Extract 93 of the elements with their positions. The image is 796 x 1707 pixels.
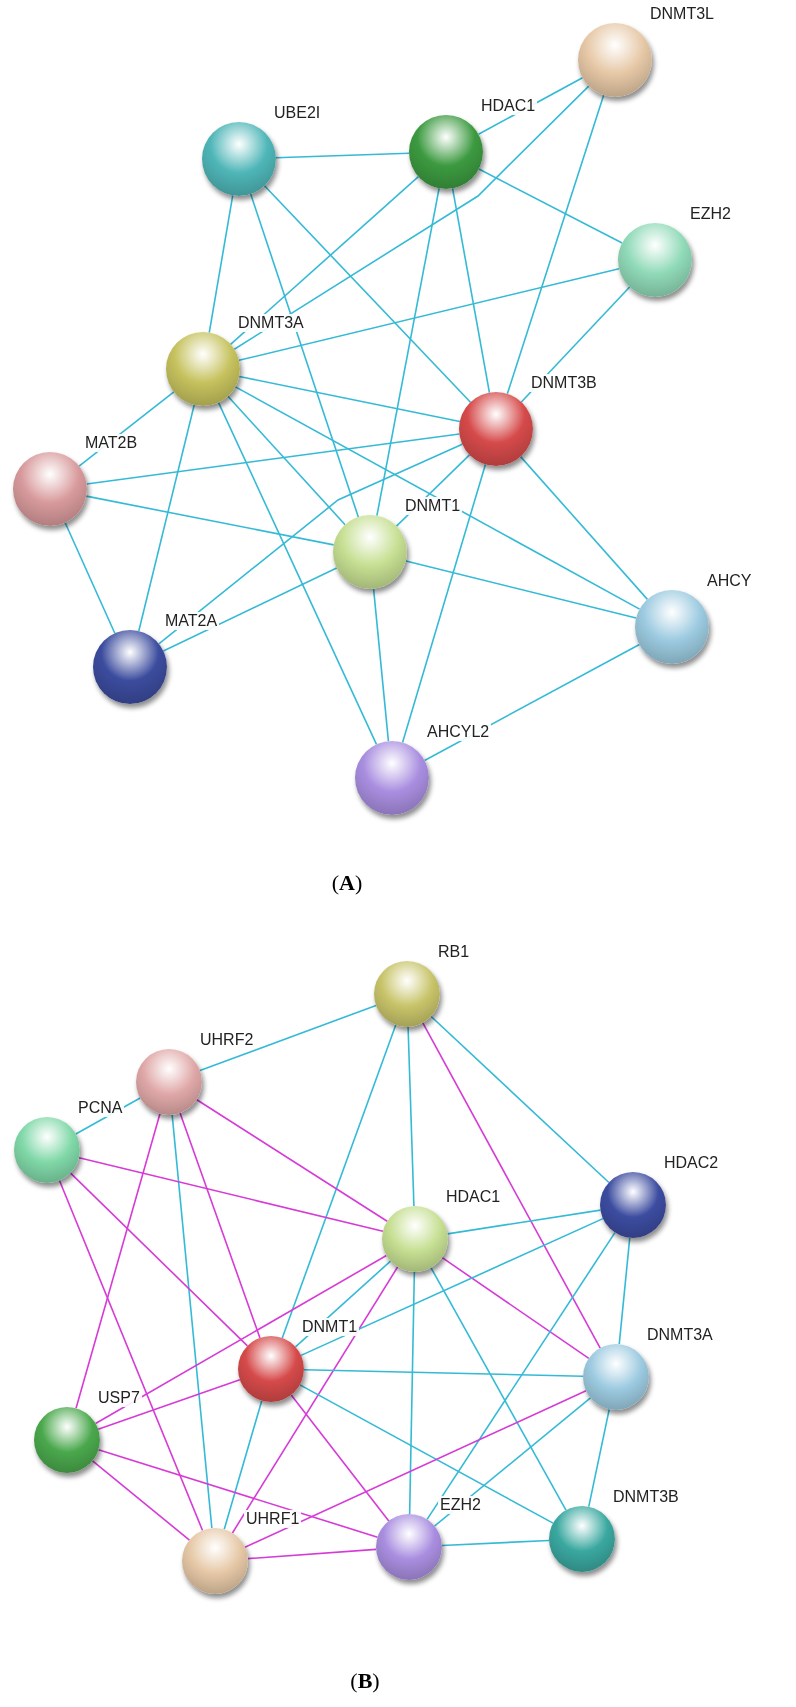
interaction-edge (91, 1460, 191, 1541)
protein-sphere (382, 1206, 448, 1272)
protein-name: UHRF1 (244, 1510, 302, 1528)
interaction-edge (138, 404, 195, 632)
interaction-edge (426, 1231, 616, 1521)
interaction-edge (238, 267, 620, 362)
interaction-edge (300, 1217, 604, 1357)
interaction-edge (231, 1266, 399, 1534)
interaction-edge (249, 193, 360, 518)
interaction-edge (238, 375, 461, 423)
interaction-edge (223, 1399, 263, 1531)
interaction-edge (446, 1209, 602, 1235)
protein-name: USP7 (96, 1389, 142, 1407)
protein-sphere (136, 1049, 202, 1115)
protein-sphere (34, 1407, 100, 1473)
interaction-edge (407, 1026, 415, 1207)
protein-sphere (93, 630, 167, 704)
interaction-edge (303, 1368, 584, 1378)
interaction-edge (408, 1271, 416, 1515)
interaction-edge (588, 1408, 610, 1508)
protein-sphere (583, 1344, 649, 1410)
protein-sphere (166, 332, 240, 406)
interaction-edge (401, 463, 487, 744)
interaction-edge (263, 185, 472, 403)
protein-name: EZH2 (438, 1496, 483, 1514)
protein-name: DNMT3A (236, 314, 306, 332)
protein-sphere (635, 590, 709, 664)
interaction-edge (441, 1256, 590, 1360)
protein-name: HDAC1 (479, 97, 538, 115)
panel-label: (A) (331, 870, 363, 896)
protein-sphere (409, 115, 483, 189)
interaction-edge (247, 1548, 377, 1560)
interaction-edge (229, 175, 420, 346)
interaction-edge (372, 588, 390, 742)
protein-name: AHCYL2 (425, 723, 492, 741)
interaction-edge (199, 1004, 377, 1072)
interaction-edge (85, 433, 461, 485)
interaction-edge (441, 1539, 550, 1547)
interaction-edge (97, 1449, 379, 1538)
interaction-edge (234, 386, 641, 610)
interaction-edge (618, 1237, 631, 1345)
interaction-edge (430, 1015, 610, 1184)
interaction-edge (75, 1112, 161, 1410)
interaction-edge (299, 1384, 554, 1524)
protein-sphere (182, 1528, 248, 1594)
protein-sphere (13, 452, 87, 526)
interaction-edge (275, 152, 410, 159)
protein-sphere (459, 392, 533, 466)
interaction-edge (290, 1394, 390, 1522)
protein-sphere (202, 122, 276, 196)
protein-name: DNMT1 (403, 497, 463, 515)
interaction-edge (179, 1112, 261, 1339)
protein-name: MAT2A (163, 612, 220, 630)
interaction-edge (78, 1156, 384, 1233)
interaction-edge (94, 1254, 388, 1425)
interaction-edge (244, 1389, 587, 1549)
interaction-edge (422, 1022, 601, 1349)
interaction-edge (85, 495, 335, 546)
protein-sphere (618, 223, 692, 297)
interaction-edge (196, 1098, 388, 1223)
interaction-edge (158, 443, 464, 645)
interaction-edge (519, 455, 649, 601)
panel-label: (B) (350, 1668, 380, 1694)
interaction-edge (208, 194, 234, 334)
protein-sphere (376, 1514, 442, 1580)
protein-sphere (355, 741, 429, 815)
interaction-edge (376, 187, 440, 517)
interaction-edge (478, 168, 623, 244)
interaction-edge (64, 521, 116, 635)
protein-name: DNMT1 (300, 1318, 360, 1336)
protein-sphere (333, 515, 407, 589)
interaction-edge (233, 85, 590, 351)
interaction-edge (217, 401, 378, 746)
interaction-edge (162, 567, 338, 652)
interaction-edge (430, 1267, 567, 1511)
protein-name: DNMT3B (529, 374, 599, 392)
protein-sphere (600, 1172, 666, 1238)
interaction-edge (97, 1379, 241, 1430)
interaction-edge (405, 560, 637, 619)
interaction-edge (227, 395, 346, 526)
protein-name: MAT2B (83, 434, 140, 452)
protein-sphere (549, 1506, 615, 1572)
interaction-edge (69, 1172, 249, 1347)
protein-sphere (238, 1336, 304, 1402)
protein-sphere (374, 961, 440, 1027)
interaction-edge (451, 187, 491, 394)
protein-sphere (578, 23, 652, 97)
interaction-edge (171, 1114, 213, 1529)
protein-name: PCNA (76, 1099, 125, 1117)
protein-sphere (14, 1117, 80, 1183)
interaction-edge (506, 94, 605, 395)
interaction-edge (58, 1179, 204, 1532)
interaction-edge (281, 1024, 397, 1339)
